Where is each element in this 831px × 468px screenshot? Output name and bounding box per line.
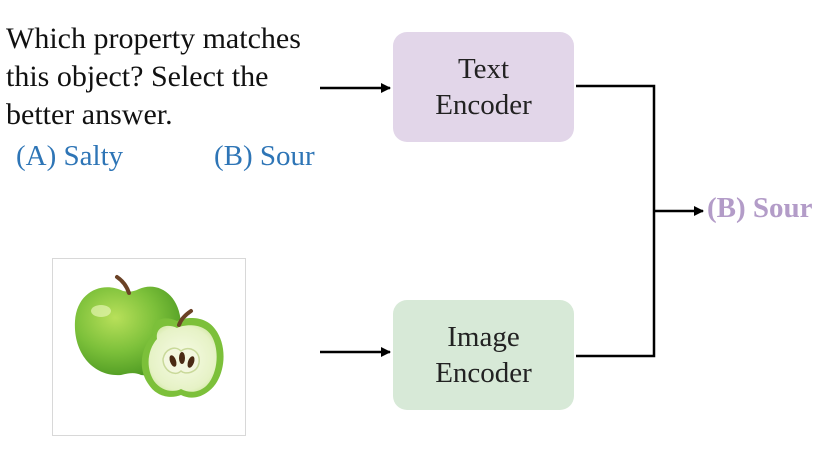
text-encoder-box: Text Encoder: [393, 32, 574, 142]
image-encoder-label-line1: Image: [447, 321, 520, 353]
encoder-merge-line: [576, 84, 656, 358]
apple-image: [52, 258, 246, 436]
apple-half-icon: [141, 309, 224, 398]
option-a: (A) Salty: [16, 140, 124, 172]
question-text: Which property matches this object? Sele…: [6, 20, 346, 134]
image-encoder-label-line2: Encoder: [435, 357, 532, 389]
option-b: (B) Sour: [214, 140, 315, 172]
output-answer: (B) Sour: [707, 192, 813, 224]
question-line-3: better answer.: [6, 98, 173, 131]
text-encoder-label-line2: Encoder: [435, 89, 532, 121]
apple-illustration: [74, 275, 224, 398]
question-line-2: this object? Select the: [6, 60, 269, 93]
question-line-1: Which property matches: [6, 22, 301, 55]
text-encoder-label-line1: Text: [457, 53, 510, 85]
image-encoder-box: Image Encoder: [393, 300, 574, 410]
